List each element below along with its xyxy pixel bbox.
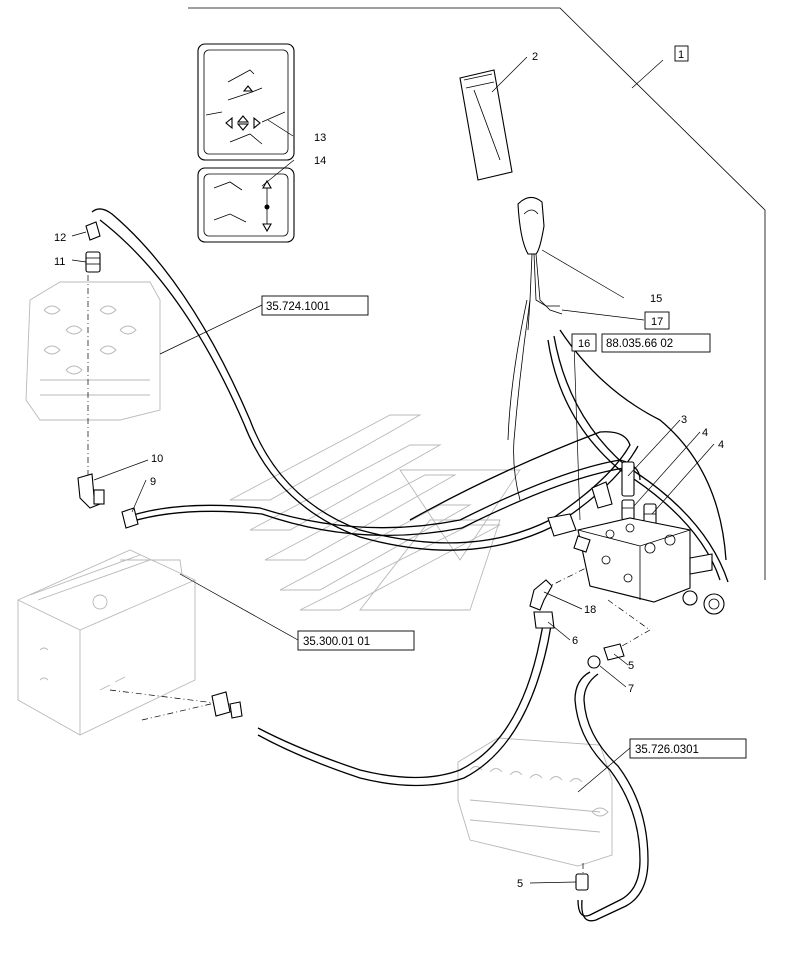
callout-1: 1 xyxy=(678,49,684,61)
elbow-10 xyxy=(77,473,105,509)
kit-outline xyxy=(188,7,766,580)
fitting-11 xyxy=(85,251,101,273)
joystick-valve-block xyxy=(573,517,713,606)
callout-5b: 5 xyxy=(517,878,523,890)
hose-end-right xyxy=(703,593,725,615)
callout-4b: 4 xyxy=(718,439,724,451)
joystick-handle xyxy=(507,196,563,501)
callout-3: 3 xyxy=(681,414,687,426)
hose-lower-left xyxy=(257,619,553,787)
callout-6: 6 xyxy=(572,635,578,647)
callout-13: 13 xyxy=(314,132,326,144)
callout-7: 7 xyxy=(628,683,634,695)
callout-14: 14 xyxy=(314,155,326,167)
fitting-9 xyxy=(121,507,139,529)
fitting-5-upper xyxy=(603,643,625,661)
ref-88-035: 88.035.66 02 xyxy=(606,338,673,350)
fitting-7 xyxy=(587,655,601,669)
control-valve-upper xyxy=(25,281,161,421)
callout-15: 15 xyxy=(650,293,662,305)
callout-2: 2 xyxy=(532,51,538,63)
ref-35-300: 35.300.01 01 xyxy=(303,636,370,648)
fitting-pump xyxy=(211,691,243,719)
fitting-4a xyxy=(621,499,635,521)
control-valve-lower xyxy=(457,737,613,867)
leader-lines xyxy=(71,56,715,884)
decal-14 xyxy=(197,167,295,243)
callout-18: 18 xyxy=(584,604,596,616)
reference-boxes: 35.724.1001 88.035.66 02 35.300.01 01 35… xyxy=(261,295,747,759)
callout-9: 9 xyxy=(150,476,156,488)
fitting-6 xyxy=(533,611,555,629)
callout-16: 16 xyxy=(578,338,590,350)
hose-lower-right xyxy=(574,671,649,922)
hose-upper-long xyxy=(91,208,639,551)
fitting-5-lower xyxy=(575,873,589,891)
callout-10: 10 xyxy=(151,453,163,465)
callout-11: 11 xyxy=(54,256,65,268)
dealer-watermark xyxy=(229,414,521,611)
operator-manual xyxy=(459,69,513,181)
callouts: 1 2 13 14 12 11 15 17 16 10 9 3 4 4 18 6… xyxy=(54,45,724,890)
callout-17: 17 xyxy=(651,316,663,328)
decal-13 xyxy=(197,43,295,161)
fitting-upper-left xyxy=(591,481,613,509)
alignment-lines xyxy=(87,262,651,880)
ref-35-724: 35.724.1001 xyxy=(266,301,330,313)
fitting-3 xyxy=(621,461,635,497)
ref-35-726: 35.726.0301 xyxy=(635,744,699,756)
hose-end-left xyxy=(547,513,577,537)
callout-12: 12 xyxy=(54,232,66,244)
callout-5a: 5 xyxy=(628,660,634,672)
callout-4a: 4 xyxy=(702,427,708,439)
elbow-18 xyxy=(529,579,553,611)
fitting-12 xyxy=(85,221,101,241)
pump-housing xyxy=(17,549,196,736)
